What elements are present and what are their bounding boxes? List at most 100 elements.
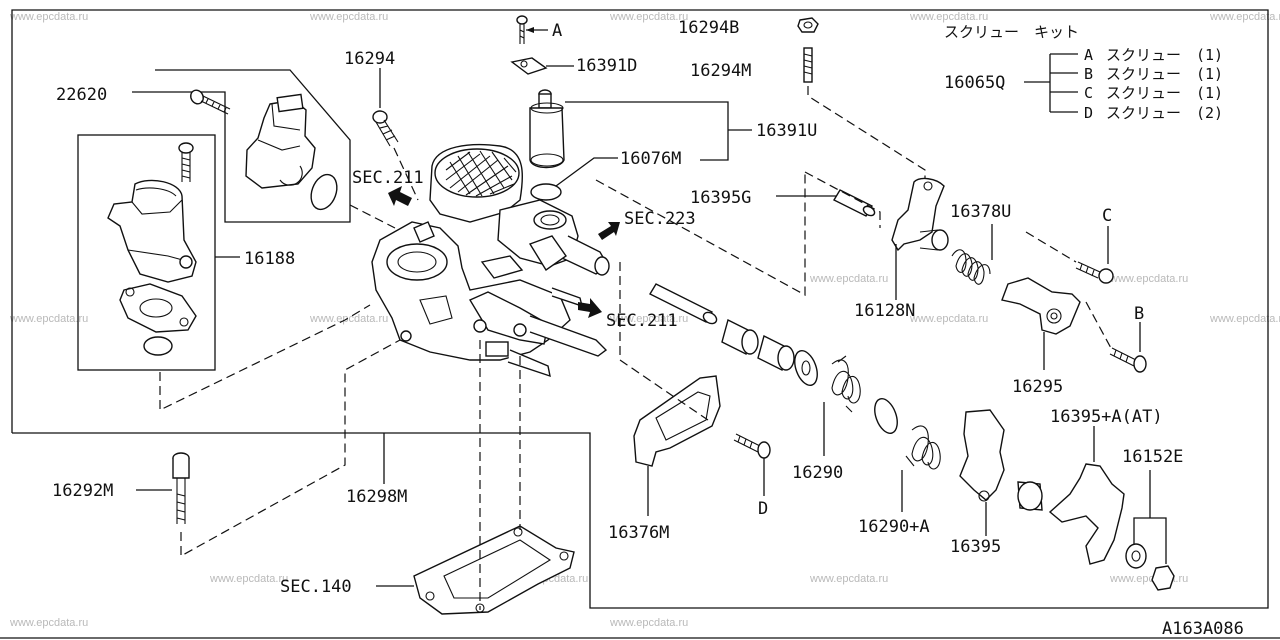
label-22620[interactable]: 22620 [56,85,107,105]
part-16391U[interactable] [529,89,752,169]
part-16294B[interactable] [797,17,819,33]
sec-211-lower-arrow[interactable] [578,298,602,318]
label-D[interactable]: D [758,499,768,519]
watermark: www.epcdata.ru [309,313,388,325]
watermark: www.epcdata.ru [9,11,88,23]
part-16152E[interactable] [1125,470,1175,591]
bushing[interactable] [1017,481,1043,511]
label-sec-211-lower[interactable]: SEC.211 [606,311,678,331]
part-16395G[interactable] [776,171,881,228]
label-sec-223[interactable]: SEC.223 [624,209,696,229]
label-16391U[interactable]: 16391U [756,121,817,141]
washer[interactable] [870,396,901,437]
watermark: www.epcdata.ru [309,11,388,23]
screw-B[interactable] [1085,301,1147,373]
label-16395-A-AT[interactable]: 16395+A(AT) [1050,407,1163,427]
kit-item-name: スクリュー [1106,84,1181,102]
part-16378U[interactable] [951,224,993,285]
label-16152E[interactable]: 16152E [1122,447,1183,467]
label-16294M[interactable]: 16294M [690,61,751,81]
kit-item[interactable]: B スクリュー (1) [1084,65,1223,83]
diagram-code: A163A086 [1162,619,1244,639]
label-16395[interactable]: 16395 [950,537,1001,557]
part-16395-A-AT[interactable] [1048,426,1125,565]
part-16391D[interactable] [510,57,574,75]
label-16128N[interactable]: 16128N [854,301,915,321]
idle-air-control-valve[interactable] [107,179,197,283]
part-16376M[interactable] [633,375,721,516]
label-16295[interactable]: 16295 [1012,377,1063,397]
kit-item-qty: (1) [1196,65,1223,83]
group-box-16188 [77,134,216,371]
part-16295[interactable] [1001,277,1081,370]
kit-item[interactable]: C スクリュー (1) [1084,84,1223,102]
bolt-22620 [190,89,231,115]
sensor-o-ring[interactable] [307,171,342,213]
sec-211-upper-arrow[interactable] [388,186,412,206]
dash-line [159,304,371,411]
watermark: www.epcdata.ru [1209,11,1280,23]
part-16290-A[interactable] [901,425,941,512]
sec-223-arrow[interactable] [598,222,620,240]
label-16294[interactable]: 16294 [344,49,395,69]
label-16294B[interactable]: 16294B [678,18,739,38]
kit-title: スクリュー キット [944,23,1079,41]
label-16378U[interactable]: 16378U [950,202,1011,222]
label-16188[interactable]: 16188 [244,249,295,269]
label-16395G[interactable]: 16395G [690,188,751,208]
part-16298M[interactable] [376,340,575,615]
screw-C[interactable] [1025,226,1114,284]
label-sec-140[interactable]: SEC.140 [280,577,352,597]
label-16292M[interactable]: 16292M [52,481,113,501]
watermark: www.epcdata.ru [809,573,888,585]
kit-item-name: スクリュー [1106,104,1181,122]
label-C[interactable]: C [1102,206,1112,226]
label-A-top[interactable]: A [552,21,562,41]
dash-line [349,204,396,229]
label-16391D[interactable]: 16391D [576,56,637,76]
group-box-22620 [155,69,351,223]
screw-D[interactable] [619,262,771,496]
watermark: www.epcdata.ru [1209,313,1280,325]
part-22620-group [132,69,396,229]
watermark: www.epcdata.ru [209,573,288,585]
kit-item[interactable]: D スクリュー (2) [1084,104,1223,122]
valve-o-ring[interactable] [143,336,173,356]
kit-item-letter: A [1084,46,1093,64]
watermark: www.epcdata.ru [1109,573,1188,585]
kit-item-qty: (1) [1196,46,1223,64]
watermark: www.epcdata.ru [1109,273,1188,285]
part-16076M[interactable] [530,157,618,201]
label-16376M[interactable]: 16376M [608,523,669,543]
watermark: www.epcdata.ru [9,313,88,325]
bolt-16294[interactable] [372,68,419,201]
shaft-bushing-group[interactable] [649,283,822,388]
label-B[interactable]: B [1134,304,1144,324]
label-16065Q[interactable]: 16065Q [944,73,1005,93]
throttle-position-sensor[interactable] [245,99,316,189]
label-16298M[interactable]: 16298M [346,487,407,507]
part-16294M[interactable] [803,47,926,180]
throttle-body[interactable] [371,143,610,378]
label-sec-211-upper[interactable]: SEC.211 [352,168,424,188]
watermark: www.epcdata.ru [809,273,888,285]
screw-A[interactable] [516,15,548,44]
valve-gasket[interactable] [119,283,197,333]
kit-item-letter: C [1084,84,1093,102]
part-16292M[interactable] [136,339,401,558]
kit-bracket [1024,53,1078,113]
kit-item-qty: (1) [1196,84,1223,102]
watermark: www.epcdata.ru [9,617,88,629]
kit-item[interactable]: A スクリュー (1) [1084,46,1223,64]
part-16128N[interactable] [891,177,949,300]
part-16395[interactable] [959,409,1005,536]
label-16290-A[interactable]: 16290+A [858,517,930,537]
throttle-mesh [445,150,517,197]
kit-item-letter: D [1084,104,1093,122]
part-16290[interactable] [823,355,861,456]
diagram-frame [11,9,1269,609]
label-16290[interactable]: 16290 [792,463,843,483]
label-16076M[interactable]: 16076M [620,149,681,169]
watermark: www.epcdata.ru [609,11,688,23]
